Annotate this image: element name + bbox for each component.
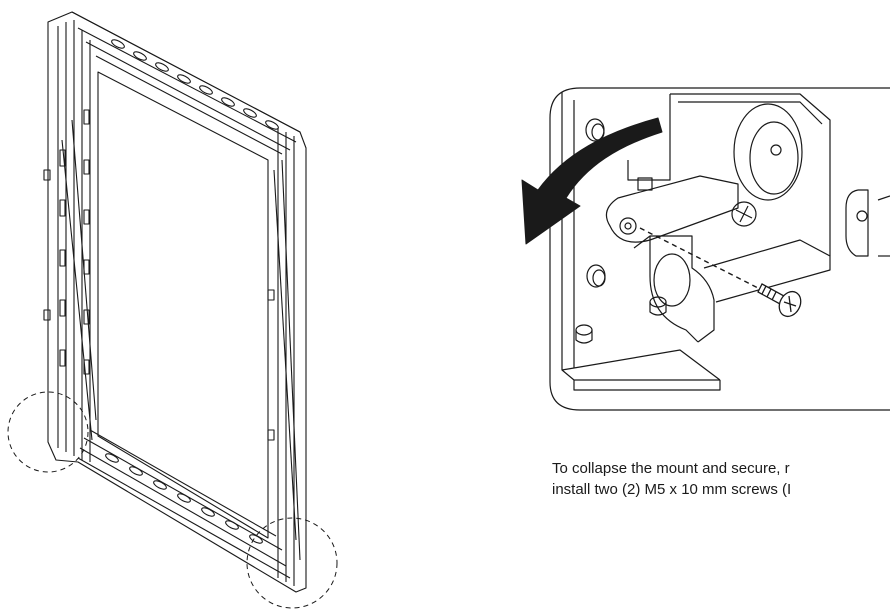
screw-path-dashed bbox=[639, 227, 763, 291]
detail-view-illustration bbox=[521, 87, 890, 411]
caption-line-2: install two (2) M5 x 10 mm screws (I bbox=[552, 481, 792, 498]
screw-icon bbox=[757, 283, 802, 318]
caption-line-1: To collapse the mount and secure, r bbox=[552, 460, 790, 477]
frame-inner-opening bbox=[97, 71, 269, 539]
rotate-arrow-icon bbox=[521, 117, 663, 245]
detail-window-border bbox=[549, 87, 890, 411]
instruction-caption: To collapse the mount and secure, r inst… bbox=[552, 458, 890, 500]
detail-callout-circle-left bbox=[7, 391, 89, 473]
hinge-arm bbox=[605, 175, 739, 243]
wall-mount-frame-illustration bbox=[7, 11, 338, 609]
detail-callout-circle-right bbox=[246, 517, 338, 609]
arm-screw-head bbox=[731, 201, 757, 227]
